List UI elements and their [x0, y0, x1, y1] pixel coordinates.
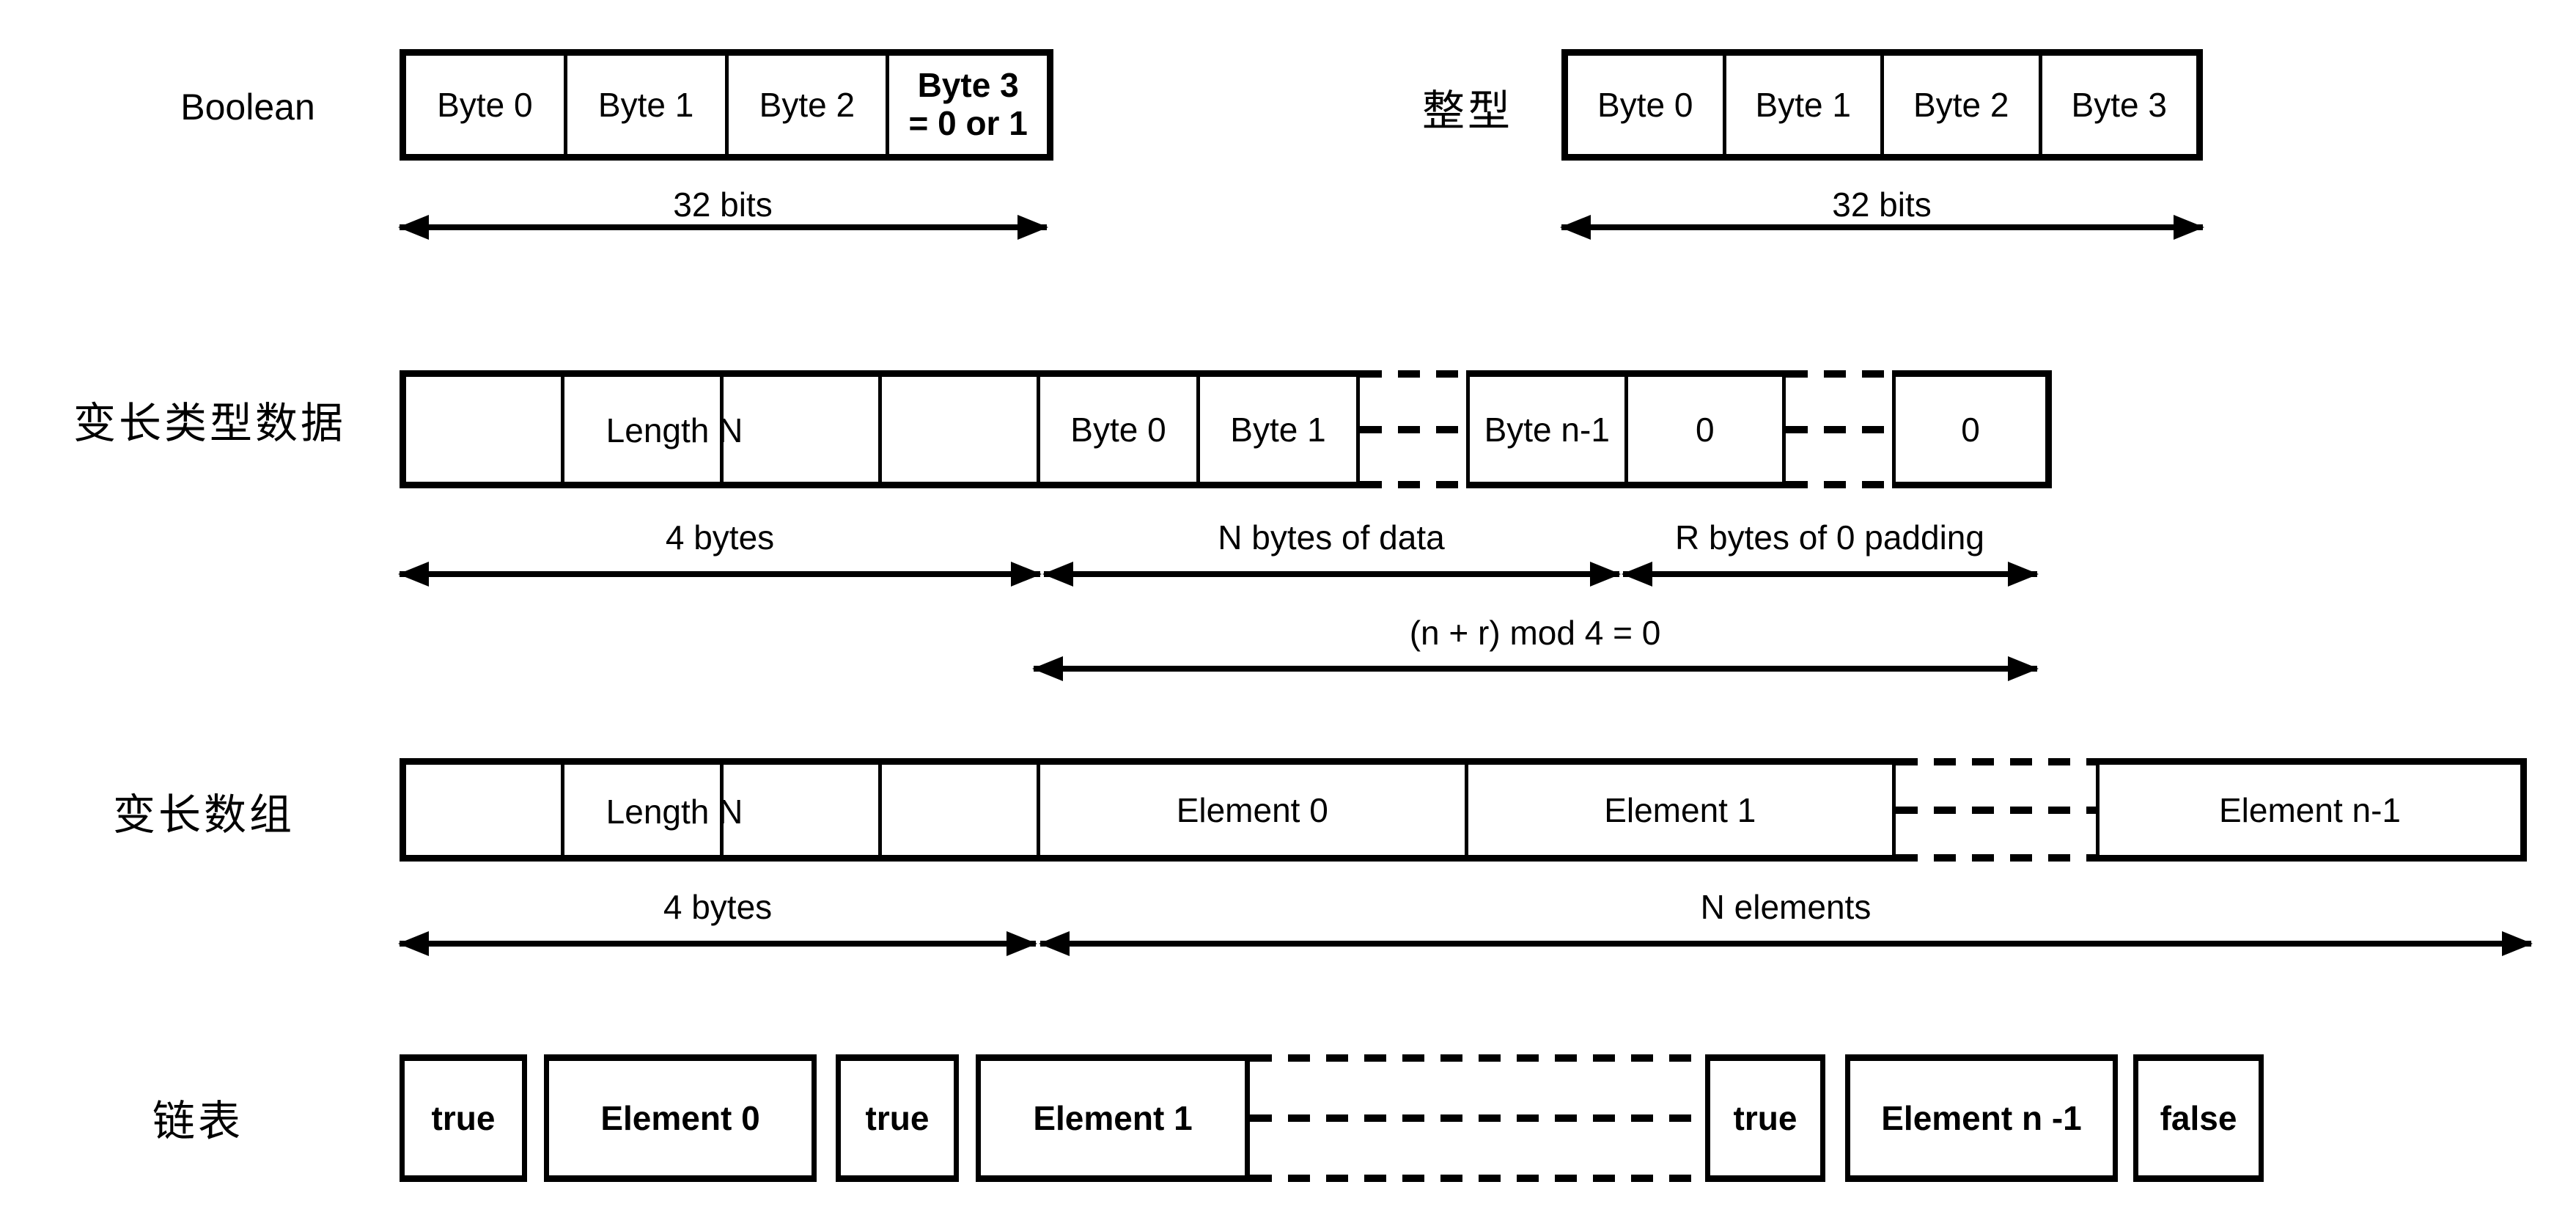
varlen-array-gap: [1896, 758, 2096, 862]
varlen-data-length-cell-3: [877, 377, 1037, 482]
dash-top: [1786, 370, 1892, 378]
varlen-data-zero-cell-2: 0: [1961, 410, 1980, 449]
boolean-byte1-cell: Byte 1: [563, 56, 725, 154]
integer-32bits-arrow: [1561, 224, 2203, 230]
linked-list-element0-box: Element 0: [544, 1054, 817, 1182]
boolean-32bits-arrow: [400, 224, 1047, 230]
varlen-array-elementn-cell: Element n-1: [2218, 790, 2401, 829]
boolean-byte3-line2: = 0 or 1: [908, 104, 1028, 142]
varlen-data-4bytes-label: 4 bytes: [665, 518, 775, 557]
integer-32bits-label: 32 bits: [1832, 186, 1932, 224]
boolean-byte3-cell: Byte 3 = 0 or 1: [886, 56, 1047, 154]
varlen-array-element1-cell: Element 1: [1464, 765, 1893, 855]
dash-middle: [1360, 425, 1466, 433]
varlen-data-byte0-cell: Byte 0: [1070, 410, 1166, 449]
varlen-array-4bytes-arrow: [400, 941, 1036, 947]
integer-byte-band: Byte 0 Byte 1 Byte 2 Byte 3: [1561, 49, 2203, 161]
dash-top: [1250, 1054, 1700, 1062]
varlen-data-length-cell-2: [719, 377, 878, 482]
dash-top: [1360, 370, 1466, 378]
varlen-array-length-cell-2: [719, 765, 878, 855]
varlen-array-length-cell-0: [406, 765, 561, 855]
varlen-array-length-band: [400, 758, 1040, 862]
varlen-data-mod-arrow: [1034, 666, 2037, 672]
boolean-32bits-label: 32 bits: [673, 186, 773, 224]
varlen-data-mod-label: (n + r) mod 4 = 0: [1409, 614, 1661, 652]
varlen-data-gap-2: [1786, 370, 1892, 488]
linked-list-true-box-2: true: [836, 1054, 959, 1182]
dash-top: [1896, 758, 2096, 765]
linked-list-ellipsis-gap: [1250, 1054, 1700, 1182]
varlen-data-nbytes-arrow: [1044, 571, 1619, 577]
integer-byte0-cell: Byte 0: [1597, 86, 1693, 124]
linked-list-true-box-1: true: [400, 1054, 527, 1182]
linked-list-false-box: false: [2133, 1054, 2264, 1182]
varlen-data-rbytes-label: R bytes of 0 padding: [1675, 518, 1984, 557]
varlen-data-length-cell-0: [406, 377, 561, 482]
varlen-array-nelements-arrow: [1040, 941, 2531, 947]
varlen-data-nbytes-label: N bytes of data: [1218, 518, 1445, 557]
row-label-boolean: Boolean: [180, 87, 315, 128]
varlen-array-length-cell-3: [877, 765, 1037, 855]
integer-byte3-cell: Byte 3: [2038, 56, 2197, 154]
varlen-array-element0-cell: Element 0: [1176, 790, 1328, 829]
boolean-byte0-cell: Byte 0: [437, 86, 533, 124]
dash-middle: [1896, 806, 2096, 814]
varlen-data-4bytes-arrow: [400, 571, 1040, 577]
varlen-array-length-label: Length N: [606, 793, 743, 831]
varlen-data-tail-band: Byte n-1 0: [1466, 370, 1786, 488]
dash-middle: [1250, 1114, 1700, 1122]
varlen-array-nelements-label: N elements: [1700, 888, 1872, 926]
row-label-linked-list: 链表: [152, 1098, 244, 1145]
varlen-data-length-band: [400, 370, 1040, 488]
varlen-data-pad-band: 0: [1892, 370, 2052, 488]
varlen-data-rbytes-arrow: [1623, 571, 2037, 577]
boolean-byte3-line1: Byte 3: [917, 66, 1019, 105]
dash-middle: [1786, 425, 1892, 433]
row-label-integer: 整型: [1421, 87, 1514, 135]
dash-bottom: [1786, 481, 1892, 488]
varlen-data-byten-cell: Byte n-1: [1484, 410, 1610, 449]
varlen-data-bytes-band: Byte 0 Byte 1: [1040, 370, 1360, 488]
varlen-data-gap-1: [1360, 370, 1466, 488]
varlen-data-length-label: Length N: [606, 411, 743, 449]
dash-bottom: [1360, 481, 1466, 488]
varlen-array-length-cell-1: [561, 765, 719, 855]
varlen-data-byte1-cell: Byte 1: [1196, 377, 1356, 482]
varlen-array-elements-band: Element 0 Element 1: [1040, 758, 1896, 862]
linked-list-true-box-3: true: [1705, 1054, 1825, 1182]
row-label-varlen-array: 变长数组: [112, 791, 295, 839]
varlen-array-lastelement-band: Element n-1: [2096, 758, 2527, 862]
row-label-varlen-data: 变长类型数据: [73, 400, 347, 447]
varlen-data-zero-cell-1: 0: [1624, 377, 1783, 482]
dash-bottom: [1896, 854, 2096, 862]
linked-list-element1-box: Element 1: [976, 1054, 1250, 1182]
varlen-array-4bytes-label: 4 bytes: [663, 888, 773, 926]
integer-byte2-cell: Byte 2: [1880, 56, 2039, 154]
integer-byte1-cell: Byte 1: [1722, 56, 1881, 154]
varlen-data-length-cell-1: [561, 377, 719, 482]
boolean-byte-band: Byte 0 Byte 1 Byte 2 Byte 3 = 0 or 1: [400, 49, 1053, 161]
boolean-byte2-cell: Byte 2: [724, 56, 886, 154]
linked-list-elementn-box: Element n -1: [1845, 1054, 2118, 1182]
dash-bottom: [1250, 1175, 1700, 1182]
